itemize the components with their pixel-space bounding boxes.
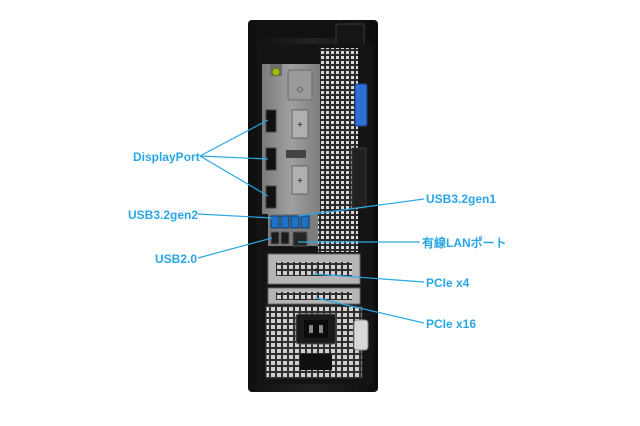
callout-lines	[197, 119, 425, 324]
svg-text:+: +	[297, 176, 303, 187]
svg-text:+: +	[313, 266, 319, 277]
label-usb32gen2: USB3.2gen2	[128, 208, 199, 222]
label-pcie-x4: PCIe x4	[426, 276, 470, 290]
pcie-slots: +	[267, 253, 361, 305]
side-slot	[351, 147, 367, 209]
svg-text:+: +	[297, 120, 303, 131]
usb-ports	[268, 214, 318, 247]
latch-blue	[354, 83, 368, 127]
middle-vent	[318, 214, 358, 252]
svg-text:◇: ◇	[297, 84, 304, 94]
label-displayport: DisplayPort	[133, 150, 200, 164]
label-pcie-x16: PCIe x16	[426, 317, 477, 331]
label-usb20: USB2.0	[155, 252, 198, 266]
label-lan-port: 有線LANポート	[422, 236, 507, 250]
label-usb32gen1: USB3.2gen1	[426, 192, 497, 206]
power-supply	[265, 305, 369, 379]
